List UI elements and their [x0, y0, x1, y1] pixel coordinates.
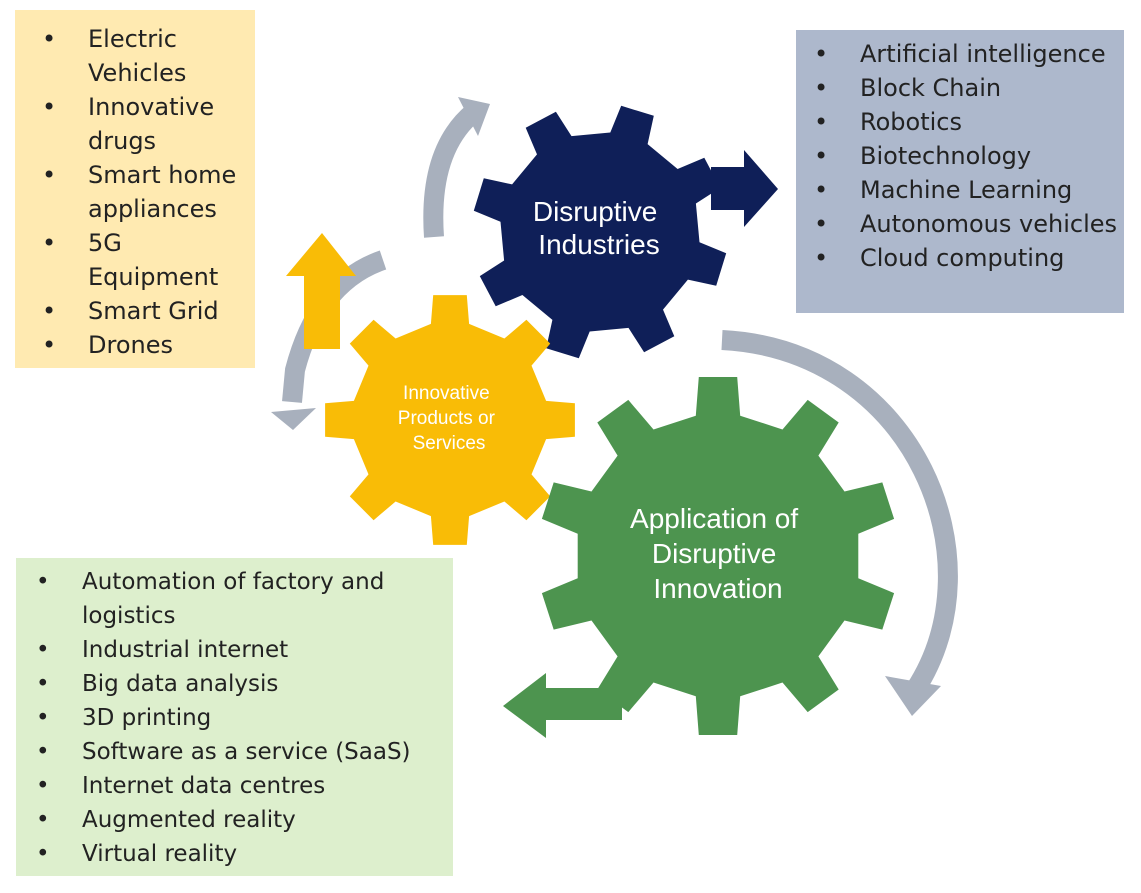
application-gear-label-line: Disruptive: [652, 538, 776, 569]
cycle-arrow-right-head: [885, 676, 941, 716]
list-item: Internet data centres: [24, 769, 453, 803]
innovative-gear-label-line: Innovative: [403, 383, 490, 404]
list-item: Automation of factory and logistics: [24, 565, 453, 633]
list-item: Software as a service (SaaS): [24, 735, 453, 769]
cycle-arrow-right: [721, 330, 958, 696]
list-item: Drones: [30, 328, 255, 362]
application-gear-label: Application of Disruptive Innovation: [630, 503, 806, 604]
cycle-arrow-left-head: [271, 408, 316, 430]
application-gear-label-line: Innovation: [653, 573, 782, 604]
list-item: Cloud computing: [802, 241, 1124, 275]
disruptive-gear-label-line: Industries: [538, 229, 659, 260]
application-gear-label-line: Application of: [630, 503, 798, 534]
list-item: 5G Equipment: [30, 226, 255, 294]
disruptive-industries-gear: [473, 105, 727, 359]
application-gear: [541, 377, 895, 735]
list-item: Machine Learning: [802, 173, 1124, 207]
list-item: Augmented reality: [24, 803, 453, 837]
list-item: Artificial intelligence: [802, 37, 1124, 71]
arrow-right-navy: [711, 150, 778, 227]
list-item: Electric Vehicles: [30, 22, 255, 90]
list-item: Big data analysis: [24, 667, 453, 701]
innovative-products-box: Electric Vehicles Innovative drugs Smart…: [15, 10, 255, 368]
disruptive-gear-label-line: Disruptive: [533, 196, 657, 227]
innovative-products-gear: [325, 295, 575, 545]
list-item: Biotechnology: [802, 139, 1124, 173]
cycle-arrow-top: [423, 104, 481, 238]
disruptive-technologies-box: Artificial intelligence Block Chain Robo…: [796, 30, 1124, 313]
list-item: Smart home appliances: [30, 158, 255, 226]
list-item: Smart Grid: [30, 294, 255, 328]
arrow-up-yellow: [286, 233, 356, 349]
cycle-arrow-top-head: [458, 97, 490, 136]
list-item: Industrial internet: [24, 633, 453, 667]
disruptive-gear-label: Disruptive Industries: [533, 196, 665, 260]
applications-box: Automation of factory and logistics Indu…: [16, 558, 453, 876]
list-item: Virtual reality: [24, 837, 453, 871]
innovative-gear-label: Innovative Products or Services: [398, 383, 500, 454]
innovative-gear-label-line: Products or: [398, 408, 496, 429]
list-item: 3D printing: [24, 701, 453, 735]
list-item: Block Chain: [802, 71, 1124, 105]
innovative-gear-label-line: Services: [413, 433, 486, 454]
list-item: Autonomous vehicles: [802, 207, 1124, 241]
list-item: Innovative drugs: [30, 90, 255, 158]
arrow-left-green: [503, 673, 622, 738]
list-item: Robotics: [802, 105, 1124, 139]
